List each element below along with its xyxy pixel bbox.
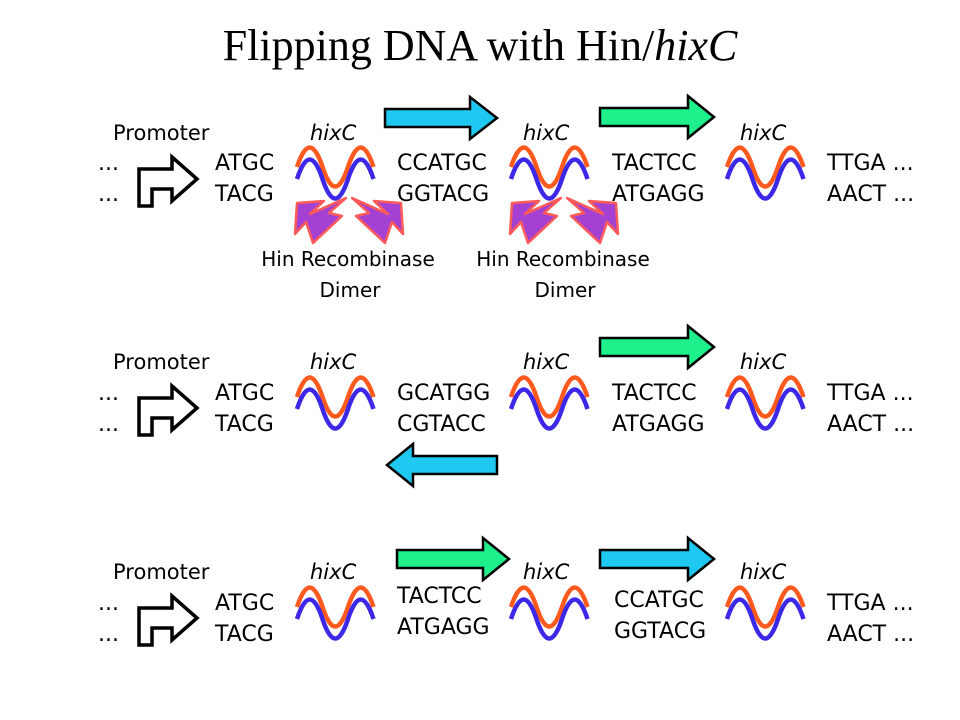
- hixc-label: hixC: [310, 350, 357, 374]
- hixc-label: hixC: [310, 560, 357, 584]
- green-arrow-right: [598, 323, 716, 371]
- seq-bottom: TACG: [214, 412, 274, 437]
- seq-bottom: ATGAGG: [397, 615, 490, 640]
- hixc-label: hixC: [310, 121, 357, 145]
- ellipsis-bottom: ...: [98, 412, 119, 437]
- promoter-arrow-icon: [137, 153, 200, 208]
- seq-bottom: ATGAGG: [612, 182, 705, 207]
- ellipsis-top: ...: [98, 591, 119, 616]
- ellipsis-top: ...: [98, 151, 119, 176]
- seq-top: ATGC: [215, 591, 274, 616]
- hixc-label: hixC: [740, 121, 787, 145]
- seq-top: TTGA ...: [826, 151, 914, 176]
- cyan-arrow-right: [383, 94, 500, 142]
- seq-bottom: AACT ...: [827, 182, 914, 207]
- seq-bottom: TACG: [214, 622, 274, 647]
- hixc-label: hixC: [523, 350, 570, 374]
- hin-label-line1: Hin Recombinase: [261, 247, 435, 271]
- cyan-arrow-right: [598, 535, 716, 583]
- hixc-label: hixC: [523, 560, 570, 584]
- seq-top: CCATGC: [614, 588, 704, 613]
- seq-bottom: GGTACG: [614, 619, 706, 644]
- page-title: Flipping DNA with Hin/hixC: [0, 24, 960, 68]
- hin-label-line1: Hin Recombinase: [476, 247, 650, 271]
- seq-bottom: GGTACG: [397, 182, 489, 207]
- dna-helix-icon: [724, 585, 806, 641]
- dna-helix-icon: [294, 375, 376, 431]
- seq-top: CCATGC: [397, 151, 487, 176]
- hixc-label: hixC: [740, 560, 787, 584]
- ellipsis-top: ...: [98, 381, 119, 406]
- row-1: Promoter ... ... ATGC TACG hixC CCATGC G…: [98, 93, 914, 302]
- title-main: Flipping DNA with Hin/: [222, 21, 655, 70]
- seq-bottom: TACG: [214, 182, 274, 207]
- seq-top: TTGA ...: [826, 591, 914, 616]
- row-2: Promoter ... ... ATGC TACG hixC GCATGG C…: [98, 323, 914, 489]
- title-italic: hixC: [654, 21, 738, 70]
- promoter-label: Promoter: [113, 350, 210, 374]
- row-3: Promoter ... ... ATGC TACG hixC TACTCC A…: [98, 535, 914, 647]
- promoter-arrow-icon: [137, 592, 200, 647]
- ellipsis-bottom: ...: [98, 182, 119, 207]
- promoter-arrow-icon: [137, 382, 200, 437]
- seq-bottom: ATGAGG: [612, 412, 705, 437]
- seq-top: TACTCC: [611, 151, 697, 176]
- seq-bottom: AACT ...: [827, 412, 914, 437]
- hin-label-line2: Dimer: [320, 278, 382, 302]
- seq-top: ATGC: [215, 151, 274, 176]
- cyan-arrow-left: [385, 441, 499, 489]
- promoter-label: Promoter: [113, 560, 210, 584]
- hin-recombinase-dimer-2: Hin Recombinase Dimer: [476, 196, 650, 302]
- promoter-label: Promoter: [113, 121, 210, 145]
- seq-top: GCATGG: [397, 381, 490, 406]
- ellipsis-bottom: ...: [98, 622, 119, 647]
- dna-helix-icon: [508, 585, 590, 641]
- seq-top: TTGA ...: [826, 381, 914, 406]
- dna-helix-icon: [508, 375, 590, 431]
- seq-bottom: AACT ...: [827, 622, 914, 647]
- hixc-label: hixC: [740, 350, 787, 374]
- recombinase-subunit-icon: [293, 196, 348, 245]
- recombinase-subunit-icon: [508, 196, 563, 245]
- dna-helix-icon: [724, 145, 806, 201]
- recombinase-subunit-icon: [565, 196, 620, 245]
- dna-helix-icon: [724, 375, 806, 431]
- hin-recombinase-dimer-1: Hin Recombinase Dimer: [261, 196, 435, 302]
- dna-helix-icon: [294, 585, 376, 641]
- seq-top: TACTCC: [611, 381, 697, 406]
- seq-bottom: CGTACC: [397, 412, 486, 437]
- hin-label-line2: Dimer: [535, 278, 597, 302]
- dna-helix-icon: [508, 145, 590, 201]
- hixc-label: hixC: [523, 121, 570, 145]
- recombinase-subunit-icon: [350, 196, 405, 245]
- seq-top: TACTCC: [396, 584, 482, 609]
- green-arrow-right: [395, 535, 511, 583]
- green-arrow-right: [598, 93, 716, 141]
- seq-top: ATGC: [215, 381, 274, 406]
- dna-helix-icon: [294, 145, 376, 201]
